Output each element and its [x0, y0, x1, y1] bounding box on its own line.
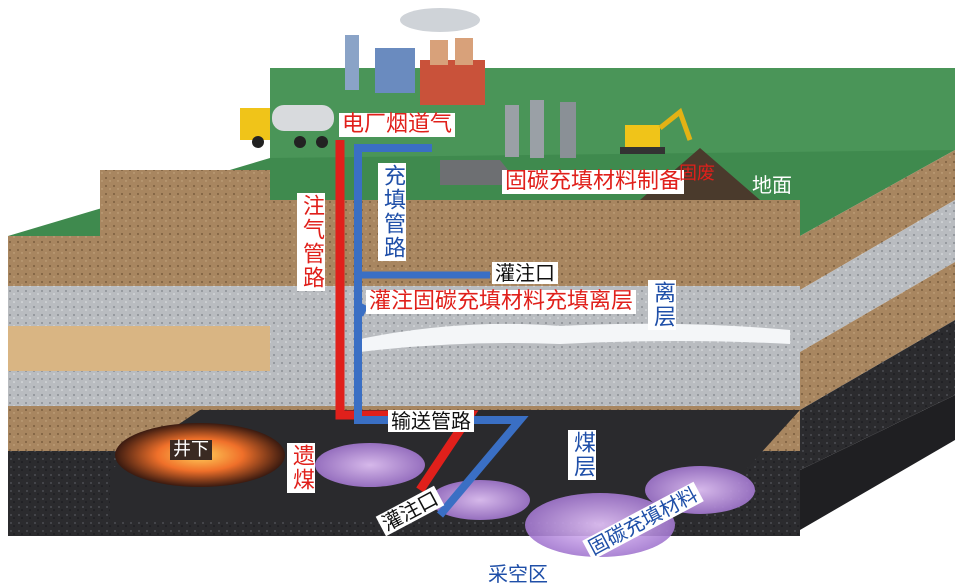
- transport-pipe-label: 输送管路: [388, 410, 474, 432]
- residual-coal-label: 遗煤: [287, 443, 315, 493]
- ground-label: 地面: [752, 175, 792, 195]
- separation-layer-label: 离层: [648, 280, 676, 330]
- goaf-label: 采空区: [485, 563, 551, 585]
- flue-gas-label: 电厂烟道气: [339, 113, 455, 137]
- solid-prep-label: 固碳充填材料制备: [502, 170, 684, 194]
- solid-waste-label: 固废: [679, 165, 715, 183]
- coal-seam-label: 煤层: [568, 430, 596, 480]
- fill-pipe-label: 充填管路: [378, 163, 406, 261]
- gas-pipe-label: 注气管路: [297, 193, 325, 291]
- grout-port-top-label: 灌注口: [492, 262, 558, 284]
- grout-separation-label: 灌注固碳充填材料充填离层: [366, 290, 636, 314]
- underground-label: 井下: [170, 440, 212, 460]
